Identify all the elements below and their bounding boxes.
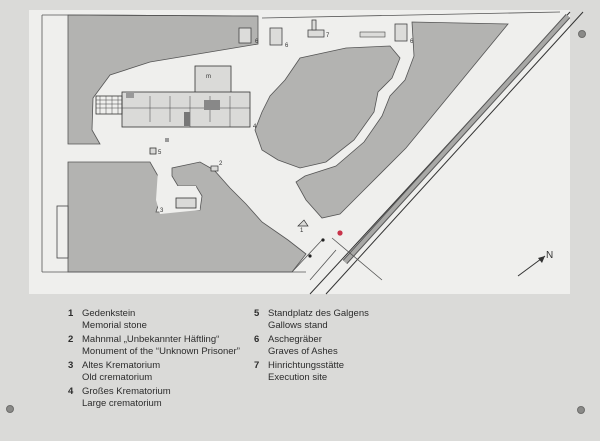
legend-number: 2 xyxy=(68,334,74,345)
marker-2: 2 xyxy=(219,161,223,167)
legend-number: 3 xyxy=(68,360,74,371)
marker-7: 7 xyxy=(326,33,330,39)
point-marker xyxy=(321,238,325,242)
terrain-inner xyxy=(254,45,401,169)
terrain-lower-left xyxy=(67,161,307,273)
small-marker xyxy=(165,138,169,142)
marker-6: 6 xyxy=(410,39,414,45)
wall-outline xyxy=(41,14,306,273)
screw-icon xyxy=(6,405,14,413)
you-are-here-dot xyxy=(337,230,343,236)
marker-6: 6 xyxy=(255,39,259,45)
monument xyxy=(210,165,219,172)
legend-de: Großes Krematorium xyxy=(82,386,171,397)
legend-de: Aschegräber xyxy=(268,334,322,345)
legend-number: 4 xyxy=(68,386,74,397)
execution-site-box xyxy=(307,29,325,38)
legend-number: 7 xyxy=(254,360,260,371)
legend-en: Graves of Ashes xyxy=(268,345,338,357)
marker-5: 5 xyxy=(158,150,162,156)
north-label: N xyxy=(546,250,553,261)
legend-de: Standplatz des Galgens xyxy=(268,308,369,319)
wall-segment xyxy=(359,31,386,38)
graves-box xyxy=(269,27,283,46)
legend-de: Altes Krematorium xyxy=(82,360,161,371)
legend-number: 1 xyxy=(68,308,74,319)
legend-en: Old crematorium xyxy=(82,371,153,383)
north-arrow-icon: N xyxy=(517,250,553,277)
legend-en: Execution site xyxy=(268,371,328,383)
marker-m: m xyxy=(206,74,211,80)
screw-icon xyxy=(578,30,586,38)
legend-number: 6 xyxy=(254,334,260,345)
legend-en: Large crematorium xyxy=(82,397,162,409)
gallows-stand xyxy=(149,147,157,155)
old-crematorium xyxy=(175,197,197,209)
marker-6: 6 xyxy=(285,43,289,49)
footpath xyxy=(291,237,383,281)
point-marker xyxy=(308,254,312,258)
legend-de: Gedenkstein xyxy=(82,308,136,319)
graves-box xyxy=(238,27,252,44)
memorial-stone xyxy=(297,219,309,227)
marker-3: 3 xyxy=(160,208,164,214)
wall-outline-top xyxy=(261,11,561,19)
screw-icon xyxy=(577,406,585,414)
legend-en: Monument of the “Unknown Prisoner” xyxy=(82,345,240,357)
legend-de: Mahnmal „Unbekannter Häftling“ xyxy=(82,334,220,345)
legend-number: 5 xyxy=(254,308,260,319)
terrain-upper-left xyxy=(67,14,259,145)
large-crematorium xyxy=(95,65,251,128)
marker-1: 1 xyxy=(300,228,304,234)
track-line xyxy=(325,11,584,295)
legend-item: 2 Mahnmal „Unbekannter Häftling“Monument… xyxy=(68,334,240,357)
legend-en: Gallows stand xyxy=(268,319,328,331)
gate xyxy=(56,205,69,259)
marker-4: 4 xyxy=(253,124,257,130)
execution-site-post xyxy=(311,19,317,31)
track-band xyxy=(343,14,570,264)
terrain-right xyxy=(295,21,509,219)
graves-box xyxy=(394,23,408,42)
legend-en: Memorial stone xyxy=(82,319,147,331)
legend-de: Hinrichtungsstätte xyxy=(268,360,345,371)
